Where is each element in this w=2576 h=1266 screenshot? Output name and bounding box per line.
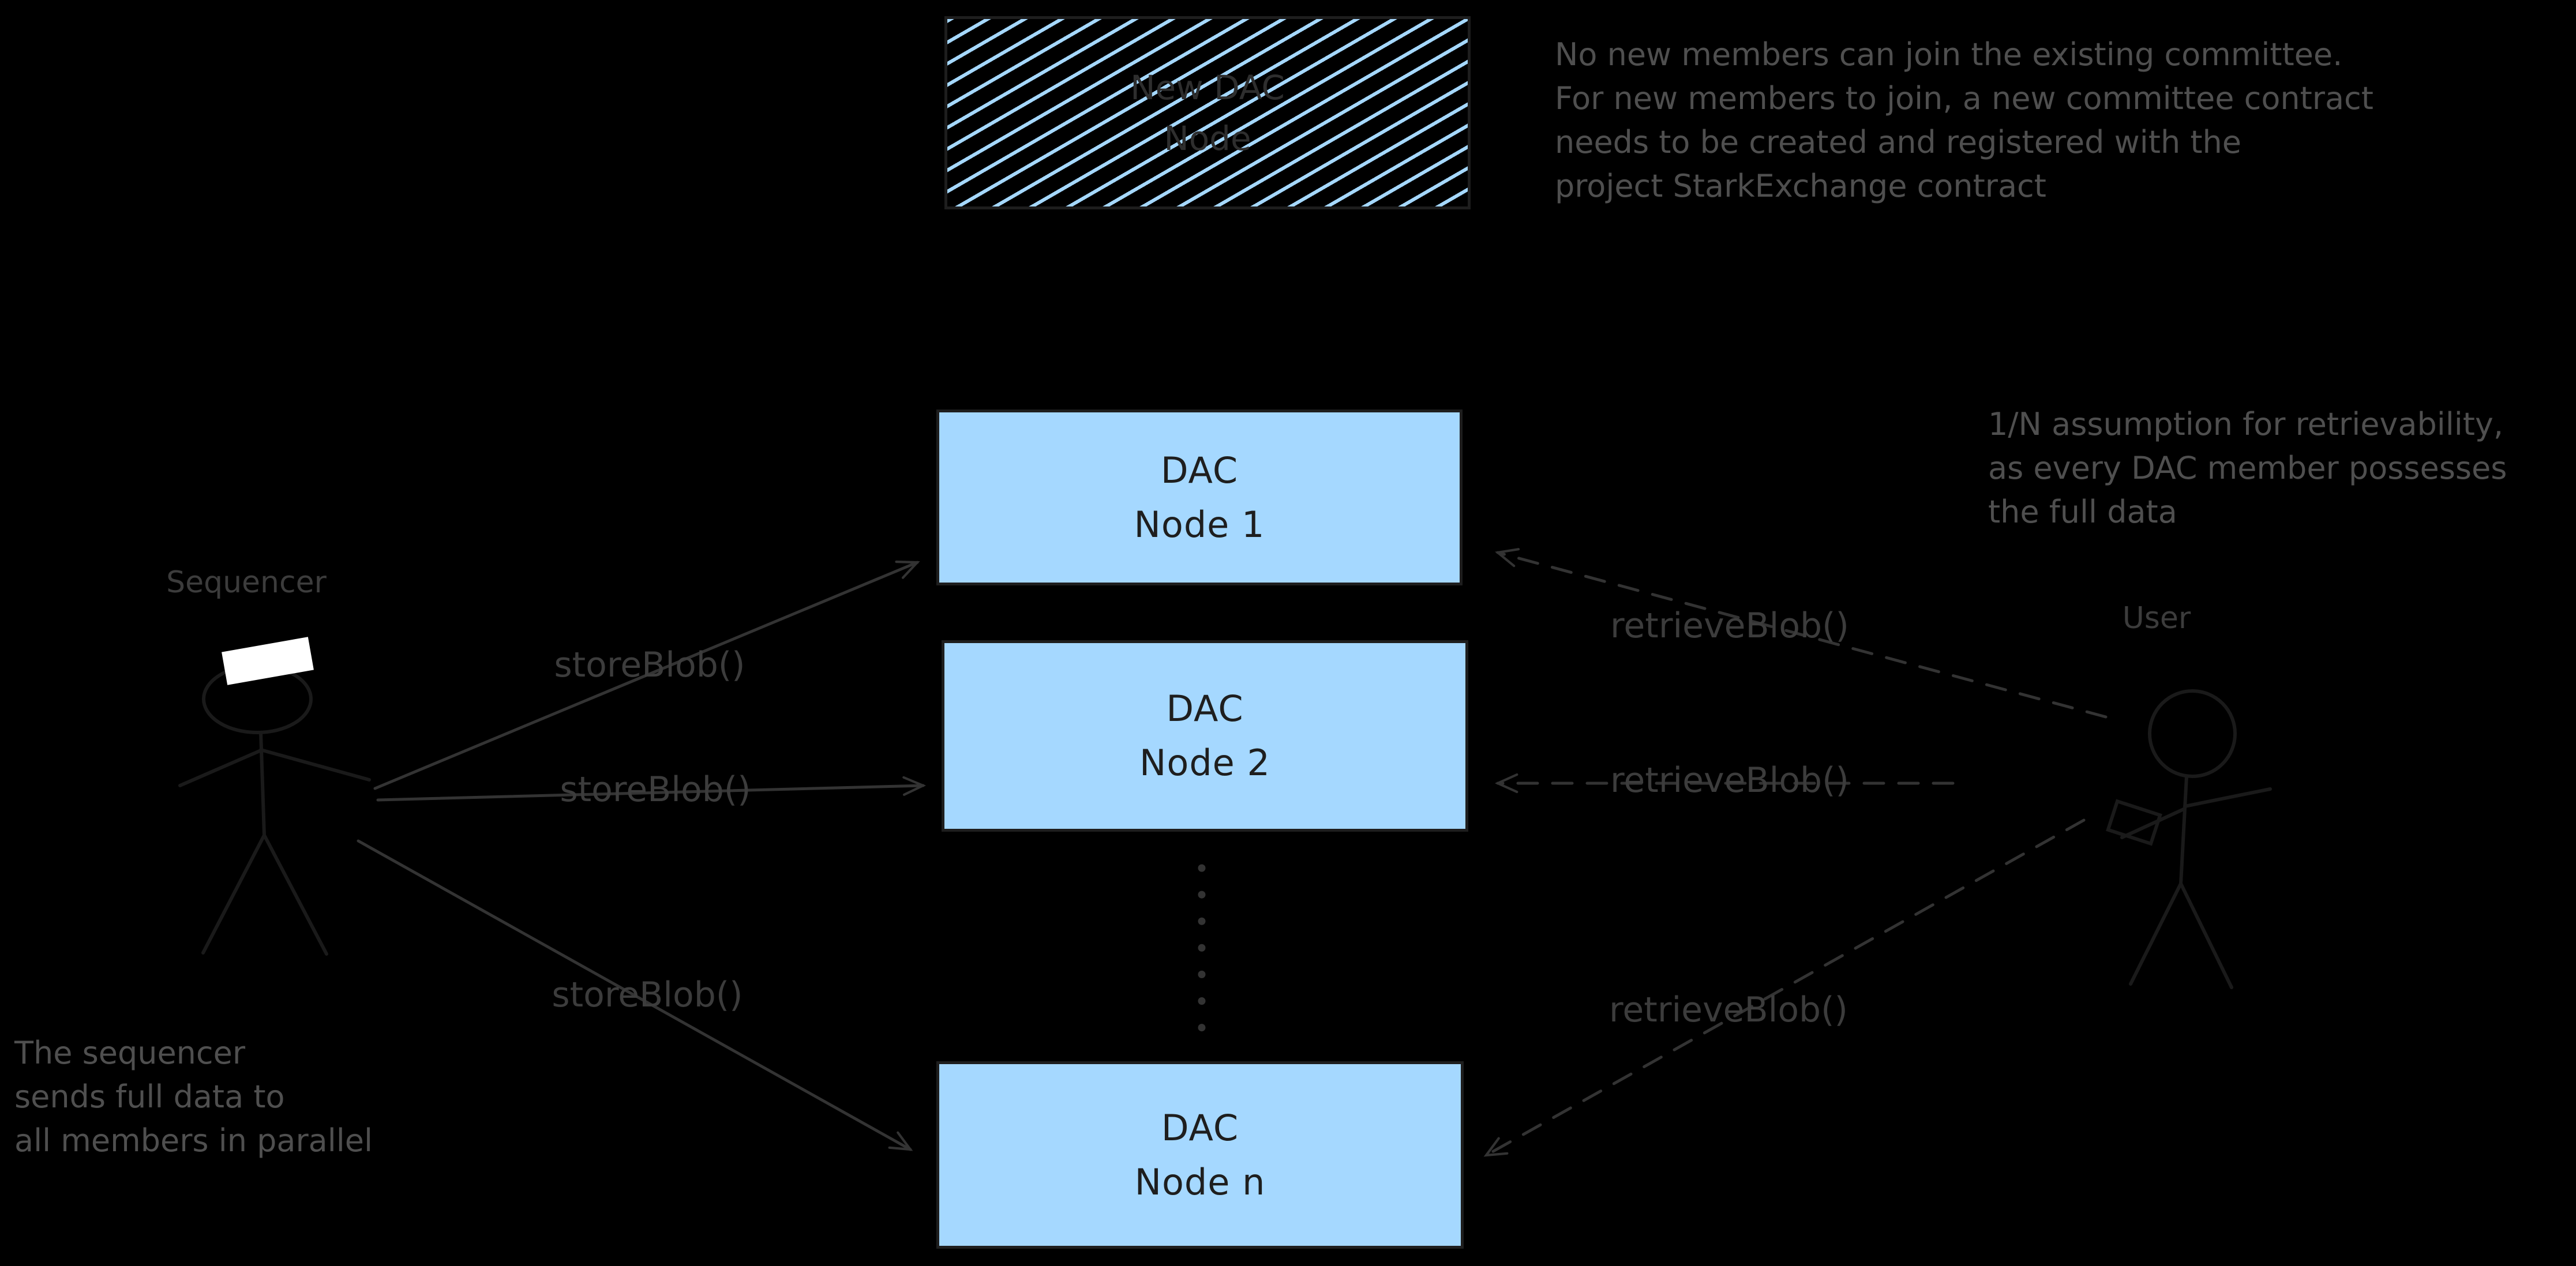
user-phone-icon — [2106, 799, 2162, 846]
dac-node-n-label-line2: Node n — [1134, 1160, 1266, 1203]
dac-node-2-label-line2: Node 2 — [1139, 742, 1270, 784]
user-label: User — [2122, 601, 2191, 636]
dac-node-1-label-line2: Node 1 — [1134, 503, 1265, 546]
retrieveblob-arrow-node1 — [1495, 548, 2108, 719]
dac-node-2-label-line1: DAC — [1166, 688, 1244, 730]
retrieveblob-label-3: retrieveBlob() — [1609, 990, 1848, 1030]
storeblob-arrow-node2 — [376, 776, 927, 802]
dac-node-1-label-line1: DAC — [1160, 449, 1239, 491]
committee-note-line: For new members to join, a new committee… — [1555, 80, 2373, 117]
retrieveblob-label-2: retrieveBlob() — [1610, 760, 1849, 801]
sequencer-figure-icon — [178, 637, 371, 956]
sequencer-label: Sequencer — [166, 565, 327, 600]
retrievability-note: 1/N assumption for retrievability, as ev… — [1988, 403, 2507, 534]
retrieveblob-label-1: retrieveBlob() — [1610, 606, 1849, 646]
user-figure-icon — [2106, 689, 2272, 989]
sequencer-parallel-note: The sequencer sends full data to all mem… — [14, 1031, 373, 1163]
dac-node-1-box: DAC Node 1 — [936, 410, 1463, 585]
sequencer-parallel-note-line: all members in parallel — [14, 1122, 373, 1159]
dac-node-n-label-line1: DAC — [1161, 1106, 1239, 1149]
storeblob-label-2: storeBlob() — [560, 769, 751, 810]
sequencer-paper-icon — [222, 637, 314, 685]
retrievability-note-line: as every DAC member possesses — [1988, 450, 2507, 486]
committee-note-line: project StarkExchange contract — [1555, 168, 2046, 204]
storeblob-arrow-node1 — [373, 560, 920, 790]
committee-note-line: No new members can join the existing com… — [1555, 36, 2343, 73]
new-dac-node-label-line2: Node — [1164, 118, 1251, 158]
storeblob-label-1: storeBlob() — [554, 645, 745, 685]
retrievability-note-line: 1/N assumption for retrievability, — [1988, 406, 2504, 442]
new-dac-node-box: New DAC Node — [944, 16, 1471, 209]
committee-note: No new members can join the existing com… — [1555, 33, 2373, 208]
new-dac-node-label-line1: New DAC — [1130, 67, 1285, 107]
dac-node-n-box: DAC Node n — [936, 1061, 1464, 1249]
storeblob-arrow-noden — [357, 839, 913, 1151]
sequencer-parallel-note-line: The sequencer — [14, 1035, 246, 1071]
committee-note-line: needs to be created and registered with … — [1555, 124, 2241, 160]
storeblob-label-3: storeBlob() — [552, 975, 743, 1015]
dac-node-2-box: DAC Node 2 — [942, 640, 1468, 832]
retrievability-note-line: the full data — [1988, 494, 2177, 530]
sequencer-parallel-note-line: sends full data to — [14, 1079, 285, 1115]
retrieveblob-arrow-noden — [1483, 818, 2086, 1157]
